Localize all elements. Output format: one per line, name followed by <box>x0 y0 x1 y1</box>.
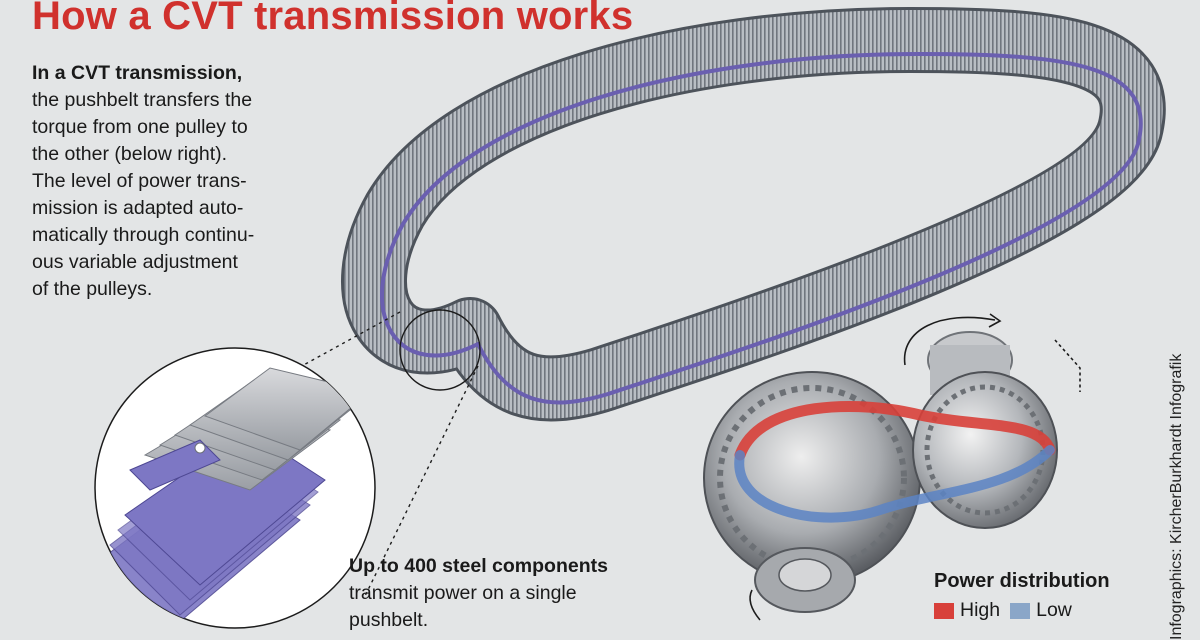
page-title: How a CVT transmission works <box>32 0 634 38</box>
rotation-arrow-icon <box>749 313 1081 621</box>
intro-line: matically through continu- <box>32 224 255 246</box>
intro-line: The level of power trans- <box>32 170 247 192</box>
intro-line: the other (below right). <box>32 143 228 165</box>
legend-label-low: Low <box>1036 599 1072 621</box>
image-credit: Infographics: KircherBurkhardt Infografi… <box>1168 353 1185 640</box>
legend-items: High Low <box>934 599 1110 622</box>
intro-lead: In a CVT transmission, <box>32 62 243 84</box>
intro-line: mission is adapted auto- <box>32 197 244 219</box>
legend-swatch-low <box>1010 602 1031 619</box>
zoom-indicator <box>239 309 481 597</box>
components-lead: Up to 400 steel components <box>349 555 608 577</box>
components-caption: Up to 400 steel components transmit powe… <box>349 553 679 634</box>
components-line: transmit power on a single <box>349 582 577 604</box>
intro-line: ous variable adjustment <box>32 251 238 273</box>
components-line: pushbelt. <box>349 609 429 631</box>
pulley-pair-illustration <box>703 331 1058 613</box>
power-legend: Power distribution High Low <box>934 570 1110 622</box>
legend-label-high: High <box>960 599 1001 621</box>
intro-line: torque from one pulley to <box>32 116 248 138</box>
intro-text: In a CVT transmission, the pushbelt tran… <box>32 60 332 303</box>
intro-line: the pushbelt transfers the <box>32 89 253 111</box>
intro-line: of the pulleys. <box>32 278 153 300</box>
legend-swatch-high <box>934 602 954 619</box>
pushbelt-loop-illustration <box>341 7 1166 422</box>
legend-title: Power distribution <box>934 570 1110 592</box>
belt-closeup-illustration <box>94 347 376 629</box>
